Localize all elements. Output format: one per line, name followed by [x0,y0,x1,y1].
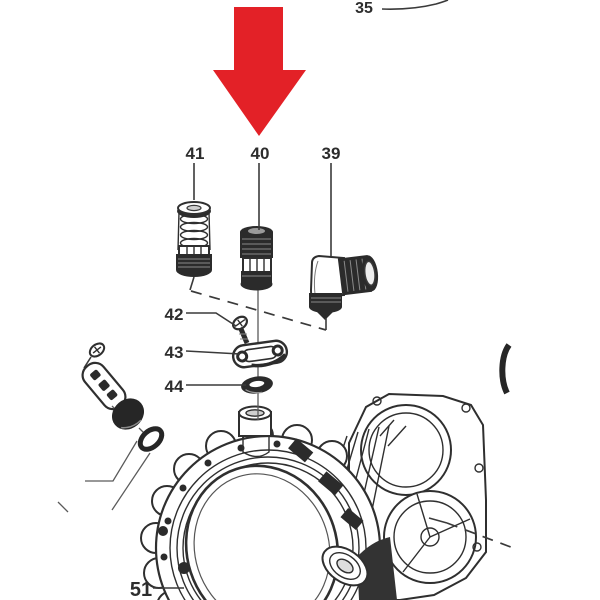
flange-bore [184,464,340,600]
part-43-valve-plate [231,339,289,369]
part-42-screw [231,315,250,344]
part-39-elbow-fitting [309,254,379,320]
flange-bolt-dots [158,440,281,574]
housing-shadow [357,537,397,600]
callout-39: 39 [322,144,341,163]
spring-coils [179,213,209,249]
side-valve-assembly [57,342,165,513]
assembly-knob [111,398,145,430]
part-41-spring-valve-fitting [176,201,212,277]
callout-42: 42 [165,305,184,324]
assembly-o-ring [137,426,165,452]
edge-clip-fragment [499,343,512,395]
callout-labels: 35 41 40 39 42 43 44 51 [130,0,373,600]
bolt-hole [372,396,382,406]
flange-clamps [288,438,364,531]
bolt-hole [472,542,482,552]
assembly-leader-stub [57,501,69,513]
part-40-threaded-nipple [240,226,273,291]
housing-top-port [360,404,452,496]
callout-40: 40 [251,144,270,163]
assembly-leader-line [85,440,138,482]
leader-line-35 [381,0,449,10]
alignment-dashes [189,276,517,550]
part-44-o-ring [241,376,273,394]
callout-51: 51 [130,579,152,600]
bolt-hole [474,463,484,473]
leader-line-43 [185,350,241,355]
bolt-hole [461,403,471,413]
leader-line-42 [186,312,237,327]
callout-leaders [153,0,449,589]
callout-41: 41 [186,144,205,163]
callout-44: 44 [165,377,184,396]
top-port-boss [238,405,272,458]
callout-43: 43 [165,343,184,362]
housing-side-port [321,545,369,587]
pump-front-flange-ring [140,405,397,600]
assembly-screw [88,342,106,358]
red-down-arrow [213,7,306,136]
callout-35: 35 [355,0,373,17]
assembly-leader-line [111,452,151,511]
